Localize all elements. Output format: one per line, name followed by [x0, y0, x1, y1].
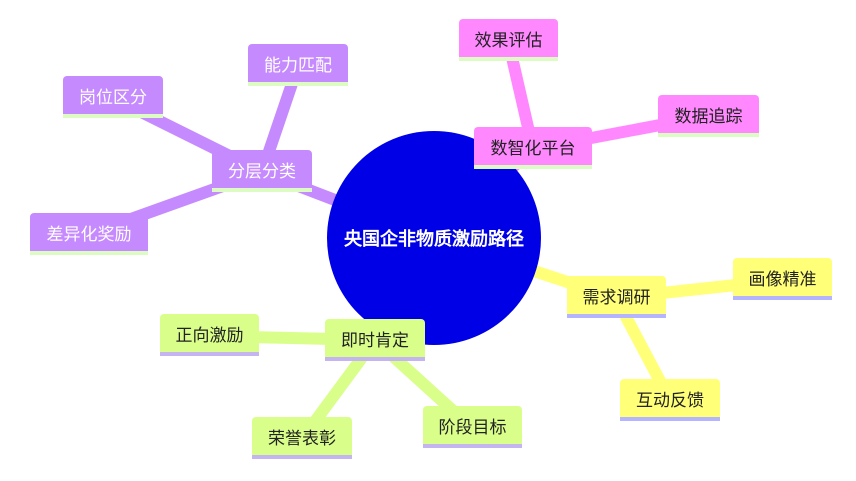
branch-fenceng-fenlei[interactable]: 分层分类	[212, 150, 312, 192]
leaf-shuju-zhuizong[interactable]: 数据追踪	[658, 95, 759, 137]
leaf-rongyu-biaozhang[interactable]: 荣誉表彰	[252, 417, 352, 459]
branch-shuzhihua-pingtai[interactable]: 数智化平台	[474, 127, 592, 169]
leaf-nengli-pipei[interactable]: 能力匹配	[248, 44, 348, 86]
central-topic-label: 央国企非物质激励路径	[344, 229, 524, 250]
leaf-jieduan-mubiao[interactable]: 阶段目标	[423, 406, 522, 448]
leaf-gangwei-qufen[interactable]: 岗位区分	[63, 76, 163, 118]
leaf-chayihua-jiangli[interactable]: 差异化奖励	[30, 213, 148, 255]
leaf-huaxiang-jingzhun[interactable]: 画像精准	[733, 258, 832, 300]
branch-jishi-kending[interactable]: 即时肯定	[325, 319, 425, 361]
leaf-hudong-fankui[interactable]: 互动反馈	[620, 379, 720, 421]
leaf-zhengxiang-jili[interactable]: 正向激励	[160, 314, 259, 356]
branch-xuqiu-diaoyan[interactable]: 需求调研	[567, 276, 666, 318]
leaf-xiaoguo-pinggu[interactable]: 效果评估	[459, 19, 558, 61]
